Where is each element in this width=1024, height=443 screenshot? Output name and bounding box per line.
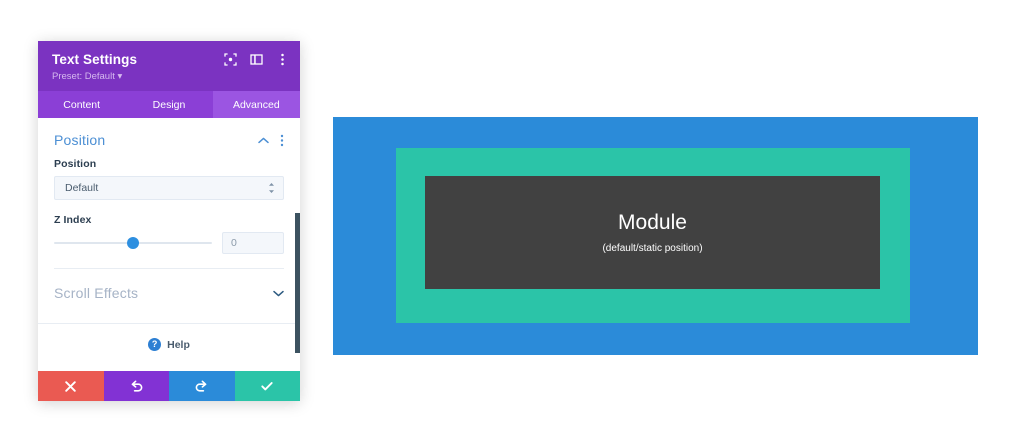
stepper-arrows-icon	[268, 183, 275, 194]
position-field: Position Default	[54, 158, 284, 200]
z-index-field-label: Z Index	[54, 214, 92, 226]
position-section: Position	[38, 118, 300, 269]
module-preview-middle-box: Module (default/static position)	[396, 148, 910, 323]
tab-design[interactable]: Design	[152, 98, 186, 111]
scroll-effects-divider	[38, 323, 300, 324]
split-view-icon[interactable]	[250, 53, 263, 66]
fullscreen-icon[interactable]	[224, 53, 237, 66]
module-preview-outer-box: Module (default/static position)	[333, 117, 978, 355]
panel-scrollbar[interactable]	[295, 213, 300, 353]
text-settings-panel: Text Settings Preset: Default ▾	[38, 41, 300, 401]
z-index-input[interactable]: 0	[222, 232, 284, 254]
help-icon: ?	[148, 338, 162, 351]
kebab-menu-icon[interactable]	[276, 53, 289, 66]
chevron-up-icon[interactable]	[258, 137, 269, 144]
panel-title: Text Settings	[52, 52, 138, 67]
module-preview-inner-box: Module (default/static position)	[425, 176, 880, 289]
help-link[interactable]: ? Help	[38, 324, 300, 351]
position-section-title: Position	[54, 132, 106, 148]
redo-button[interactable]	[169, 371, 235, 401]
module-subtitle: (default/static position)	[602, 242, 703, 254]
position-kebab-menu-icon[interactable]	[280, 134, 284, 147]
tab-content[interactable]: Content	[63, 98, 101, 111]
chevron-down-icon[interactable]	[273, 290, 284, 297]
panel-tabs: Content Design Advanced	[38, 91, 300, 118]
save-button[interactable]	[234, 371, 300, 401]
panel-header-icons	[224, 53, 289, 66]
z-index-field: Z Index 0	[54, 214, 284, 254]
section-divider	[54, 268, 284, 269]
position-select[interactable]: Default	[54, 176, 284, 200]
z-index-slider[interactable]	[54, 235, 212, 251]
position-select-value: Default	[65, 182, 99, 194]
panel-footer	[38, 371, 300, 401]
position-field-label: Position	[54, 158, 97, 170]
preset-selector[interactable]: Preset: Default ▾	[52, 71, 123, 82]
z-index-slider-row: 0	[54, 232, 284, 254]
module-title: Module	[618, 210, 687, 234]
position-section-header: Position	[54, 118, 284, 158]
position-section-tools	[258, 134, 284, 147]
cancel-button[interactable]	[38, 371, 104, 401]
scroll-effects-section[interactable]: Scroll Effects	[38, 269, 300, 317]
undo-button[interactable]	[103, 371, 169, 401]
scroll-effects-title: Scroll Effects	[54, 285, 139, 301]
slider-thumb[interactable]	[127, 237, 139, 249]
help-label: Help	[167, 338, 190, 351]
panel-body: Position	[38, 118, 300, 371]
tab-advanced[interactable]: Advanced	[212, 91, 300, 118]
panel-header: Text Settings Preset: Default ▾	[38, 41, 300, 91]
